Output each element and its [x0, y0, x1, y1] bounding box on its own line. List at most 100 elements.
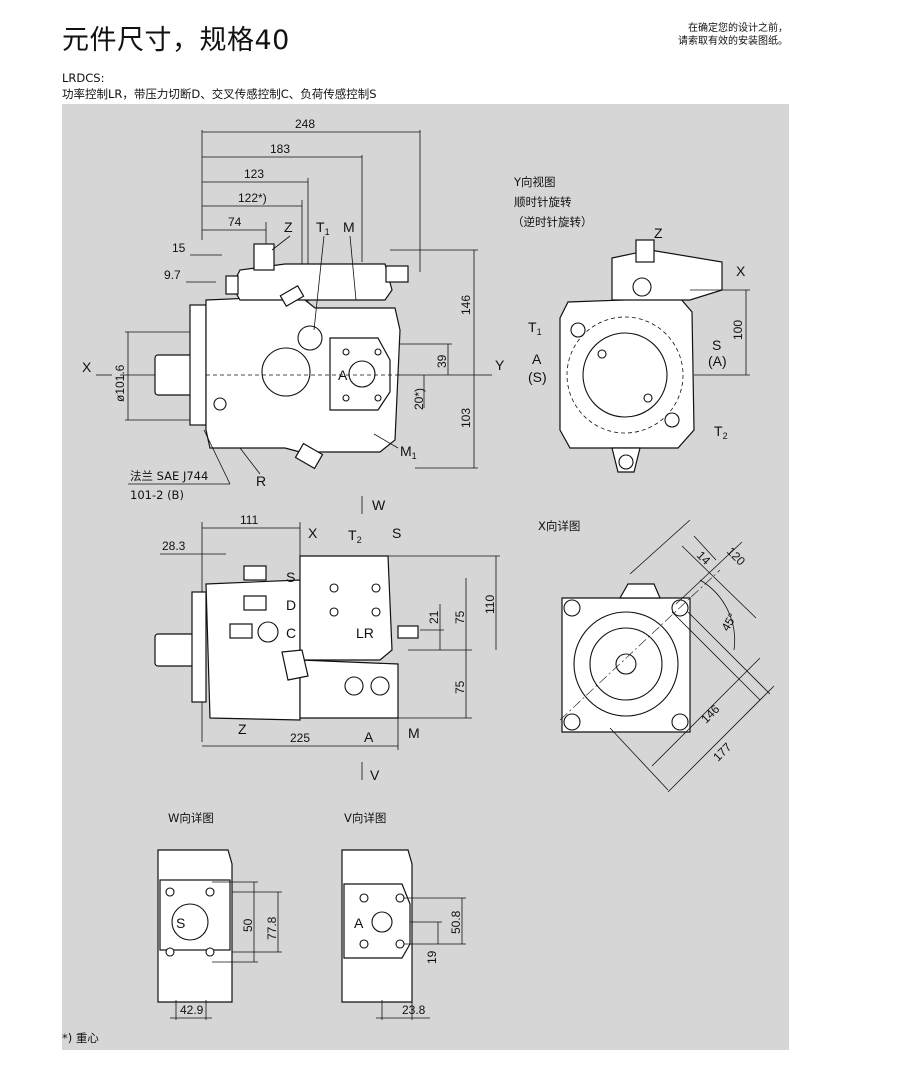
caption-clockwise: 顺时针旋转 [514, 195, 572, 209]
view-side-elevation: 248 183 123 122*) 74 15 9.7 146 103 39 2… [82, 117, 505, 502]
label-y-t2-sub: 2 [723, 431, 728, 441]
dim-177: 177 [710, 740, 734, 764]
caption-w-detail: W向详图 [168, 811, 214, 825]
caption-x-detail: X向详图 [538, 519, 580, 533]
label-m1: M1 [400, 443, 417, 461]
dim-146-x: 146 [698, 702, 722, 726]
label-r: R [256, 473, 266, 489]
caption-counterclockwise: （逆时针旋转） [512, 215, 593, 229]
dim-75-lower: 75 [453, 680, 467, 694]
mounting-flange [189, 304, 207, 426]
dim-110: 110 [483, 595, 497, 614]
label-y-x: X [736, 263, 746, 279]
port-z-fitting [253, 243, 275, 271]
dim-28-3: 28.3 [162, 539, 186, 553]
label-y-t1-sub: 1 [537, 327, 542, 337]
dim-39: 39 [435, 354, 449, 368]
label-x-arrow: X [82, 359, 92, 375]
label-top-t2: T2 [348, 527, 362, 545]
label-a: A [338, 367, 348, 383]
dim-225: 225 [290, 731, 310, 745]
label-z: Z [284, 219, 293, 235]
dim-100: 100 [731, 320, 745, 340]
port-a-bore [348, 360, 376, 388]
port-x-fitting [385, 265, 409, 283]
label-top-s: S [392, 525, 401, 541]
label-top-port-lr: LR [356, 625, 374, 641]
y-view-face [582, 332, 668, 418]
dim-146: 146 [459, 295, 473, 315]
design-note: 在确定您的设计之前， 请索取有效的安装图纸。 [678, 22, 788, 48]
dim-15: 15 [172, 241, 186, 255]
dim-50-8: 50.8 [449, 910, 463, 934]
label-y-a: A [532, 351, 542, 367]
dim-248: 248 [295, 117, 315, 131]
label-top-m: M [408, 725, 420, 741]
label-top-x: X [308, 525, 318, 541]
label-y-a-paren: (A) [708, 353, 727, 369]
label-y-t1: T1 [528, 319, 542, 337]
dim-diameter-101-6: ø101.6 [113, 364, 127, 402]
dim-19: 19 [425, 950, 439, 964]
label-y-s-paren: (S) [528, 369, 547, 385]
drain-fitting [294, 442, 324, 470]
caption-v-detail: V向详图 [344, 811, 386, 825]
dim-23-8: 23.8 [402, 1003, 426, 1017]
label-top-z: Z [238, 721, 247, 737]
page-title: 元件尺寸，规格40 [62, 25, 290, 56]
label-top-port-c: C [286, 625, 296, 641]
y-view-control-block [611, 249, 723, 301]
label-y-s: S [712, 337, 721, 353]
dim-74: 74 [228, 215, 242, 229]
v-detail-port [371, 911, 393, 933]
label-top-port-d: D [286, 597, 296, 613]
label-m1-sub: 1 [412, 451, 417, 461]
top-lr-fitting [397, 625, 419, 639]
label-w-s: S [176, 915, 185, 931]
view-y: Y向视图 顺时针旋转 （逆时针旋转） 100 Z X T1 A (S) S (A… [512, 175, 750, 473]
label-y-t1-main: T [528, 319, 537, 335]
flange-spec-line2: 101-2 (B) [130, 488, 184, 502]
dim-183: 183 [270, 142, 290, 156]
label-top-t2-main: T [348, 527, 357, 543]
dim-120: 120 [724, 544, 748, 568]
subtitle: LRDCS: 功率控制LR，带压力切断D、交叉传感控制C、负荷传感控制S [62, 70, 377, 102]
subtitle-description: 功率控制LR，带压力切断D、交叉传感控制C、负荷传感控制S [62, 87, 377, 101]
dim-111: 111 [240, 513, 259, 527]
w-detail-port [171, 903, 209, 941]
label-top-a: A [364, 729, 374, 745]
dim-103: 103 [459, 408, 473, 428]
label-m: M [343, 219, 355, 235]
dim-75-upper: 75 [453, 610, 467, 624]
dim-42-9: 42.9 [180, 1003, 204, 1017]
dim-50: 50 [241, 918, 255, 932]
label-m1-main: M [400, 443, 412, 459]
label-y-z: Z [654, 225, 663, 241]
label-w-arrow: W [372, 497, 386, 513]
dim-21: 21 [427, 610, 441, 624]
port-t1-bore [297, 325, 323, 351]
dim-14: 14 [694, 548, 714, 568]
design-note-line2: 请索取有效的安装图纸。 [678, 36, 788, 47]
dim-122: 122*) [238, 191, 267, 205]
view-v-detail: V向详图 50.8 19 23.8 A [341, 811, 466, 1020]
label-y-t2-main: T [714, 423, 723, 439]
label-y-arrow: Y [495, 357, 505, 373]
dim-20: 20*) [412, 388, 426, 410]
label-y-t2: T2 [714, 423, 728, 441]
housing-bore [261, 347, 311, 397]
label-top-port-s: S [286, 569, 295, 585]
dim-123: 123 [244, 167, 264, 181]
design-note-line1: 在确定您的设计之前， [688, 23, 788, 34]
view-x-detail: X向详图 14 120 45° 146 177 [538, 519, 775, 793]
label-t1-main: T [316, 219, 325, 235]
dim-45-deg: 45° [718, 611, 739, 634]
label-top-t2-sub: 2 [357, 535, 362, 545]
side-fitting [225, 275, 239, 295]
view-top: W T2 S X 111 28.3 225 [154, 496, 500, 783]
label-v-arrow: V [370, 767, 380, 783]
footnote-center-of-gravity: *) 重心 [62, 1031, 99, 1045]
caption-y-view: Y向视图 [513, 175, 556, 189]
top-housing-left [205, 579, 301, 721]
dim-77-8: 77.8 [265, 916, 279, 940]
